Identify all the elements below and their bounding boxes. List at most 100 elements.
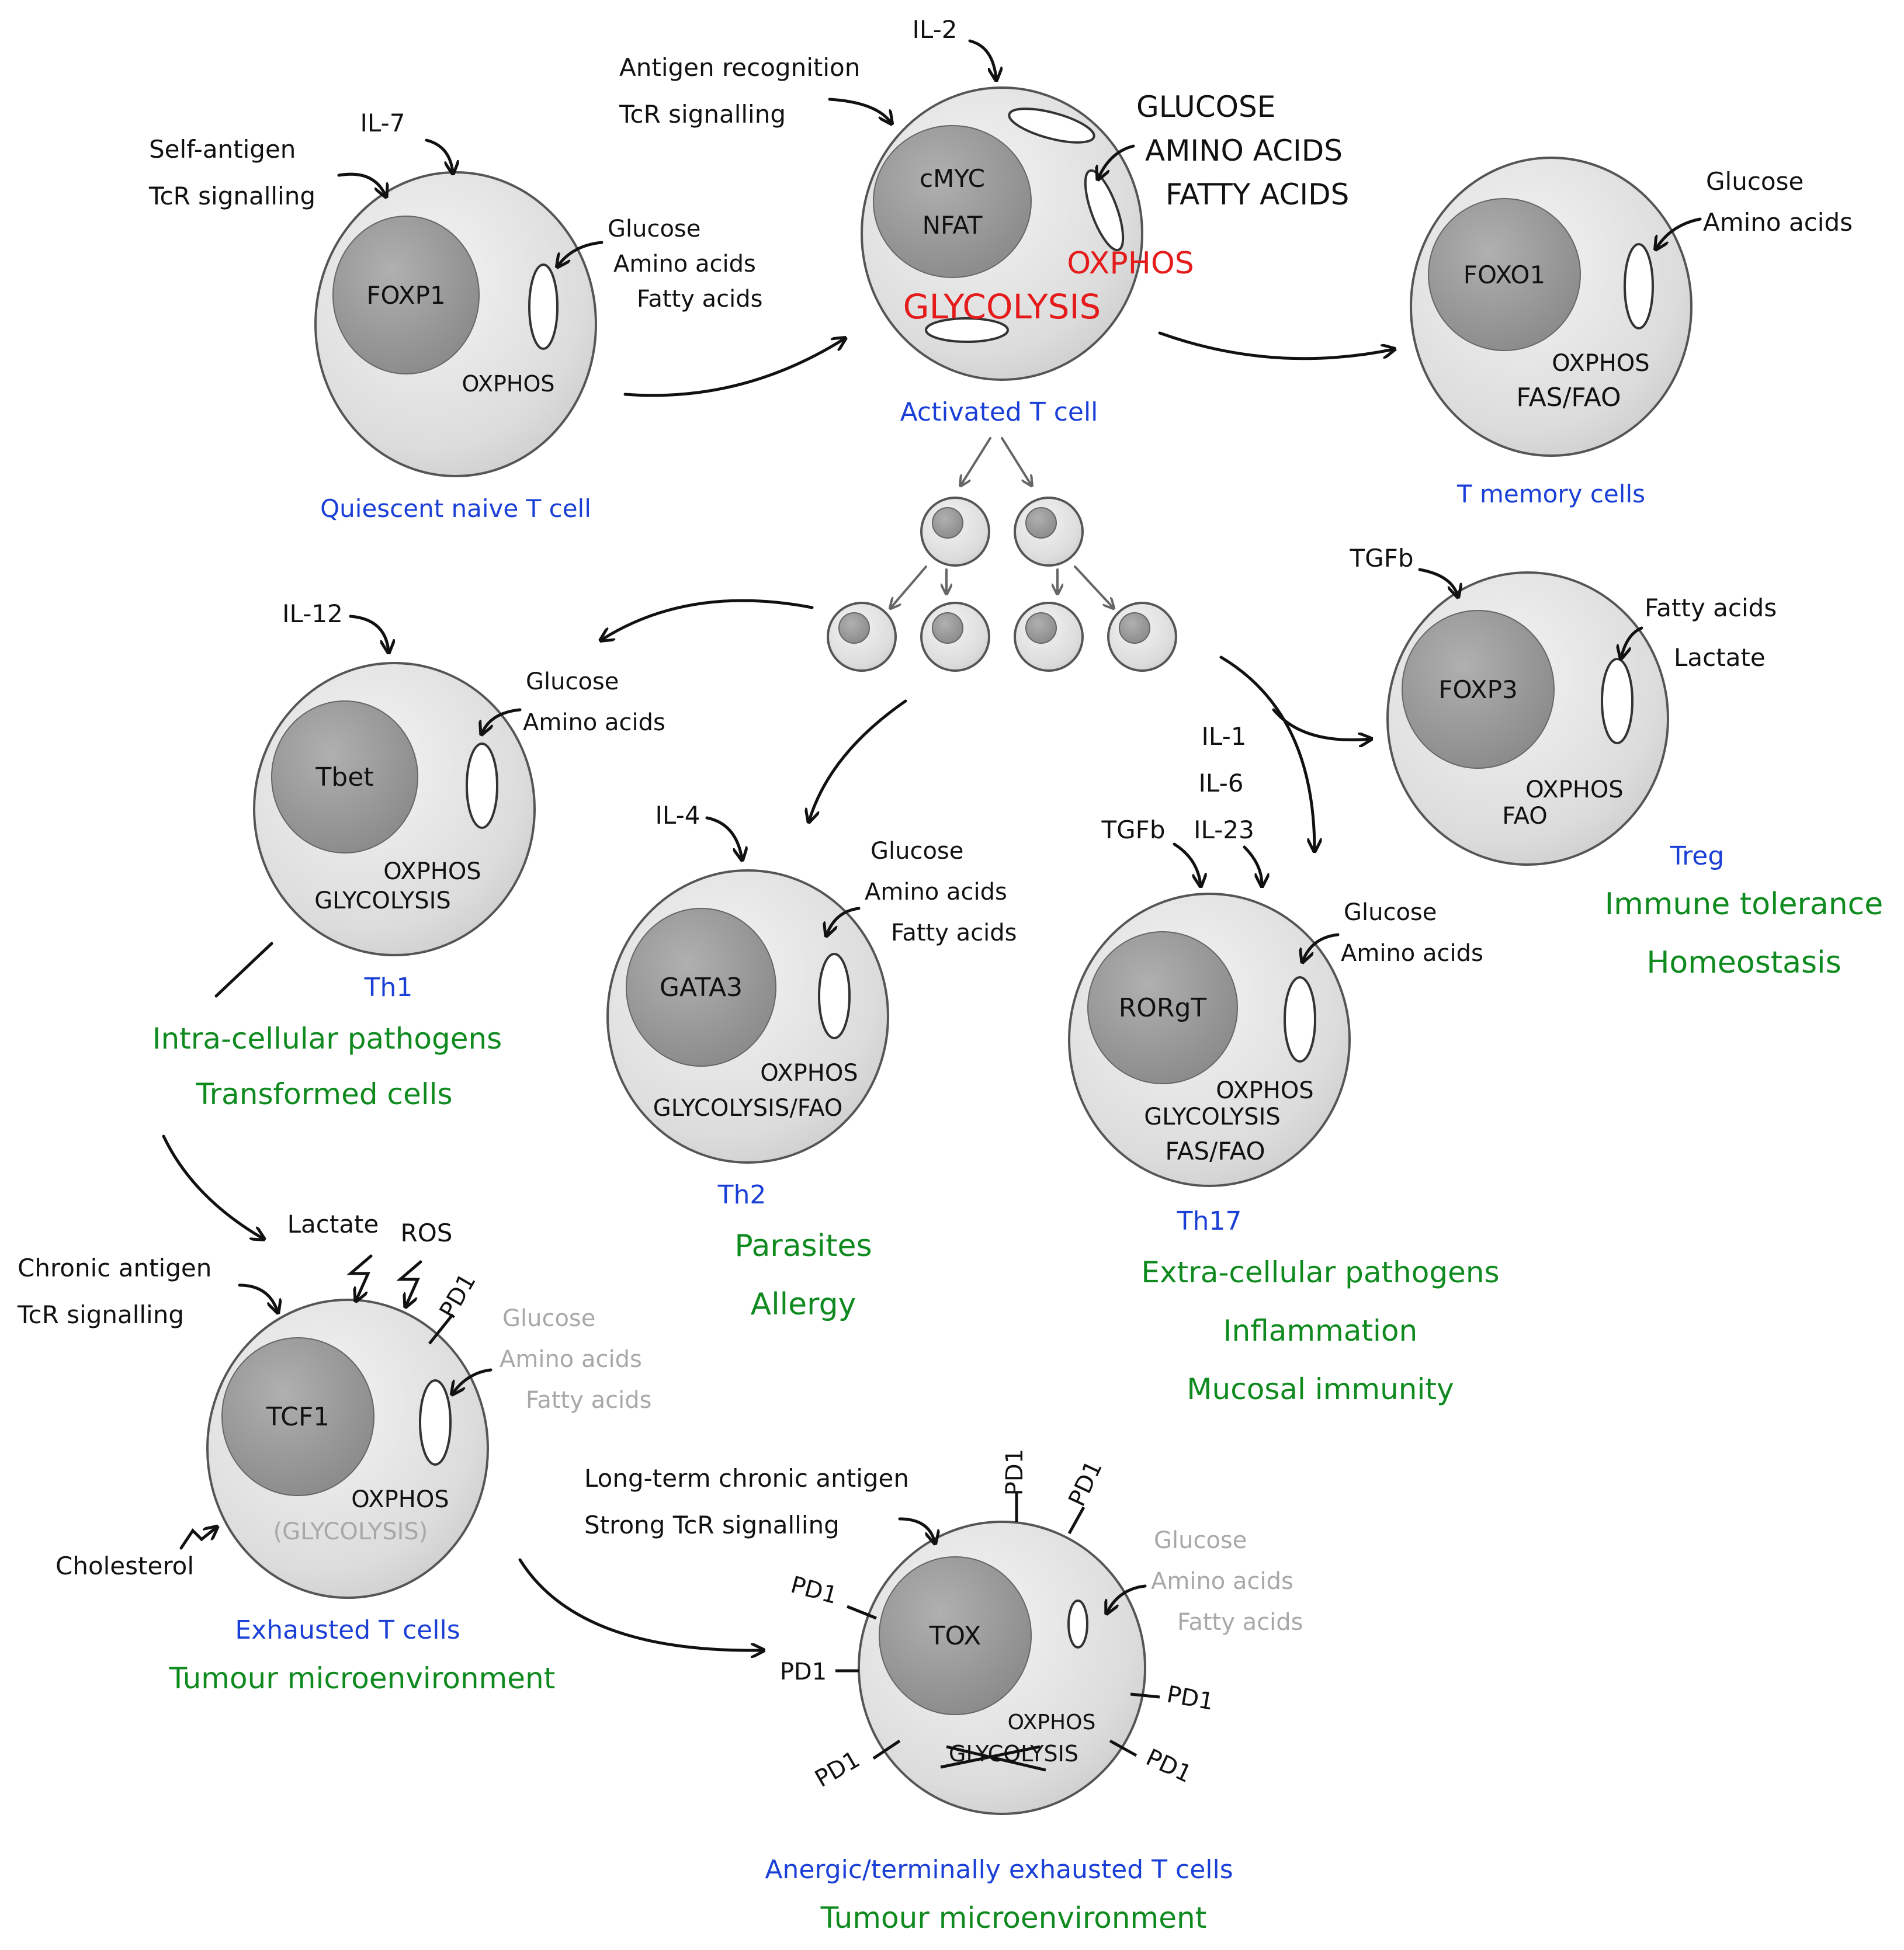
naive-nucleus-label: FOXP1 <box>366 281 445 310</box>
prolif-arrow <box>1074 565 1113 608</box>
activated-signal-tcr: TcR signalling <box>619 100 786 129</box>
arrow-nutrients-activated <box>1098 144 1135 178</box>
daughter-nucleus <box>838 612 870 644</box>
naive-metabolism-oxphos: OXPHOS <box>462 371 554 397</box>
arrow-exhausted-to-terminal <box>518 1558 762 1650</box>
pd1-receptor-line <box>847 1605 877 1620</box>
terminal-input-fatty-acids: Fatty acids <box>1177 1609 1303 1636</box>
arrow-nutrients-th17 <box>1303 933 1340 961</box>
th17-nucleus-label: RORgT <box>1119 993 1207 1023</box>
th2-cell-label: Th2 <box>717 1180 767 1210</box>
prolif-arrow <box>961 437 991 485</box>
arrow-tcr-activated <box>828 98 891 123</box>
terminal-pd1-label: PD1 <box>1165 1681 1216 1716</box>
daughter-nucleus <box>1025 612 1057 644</box>
th17-signal-il23: IL-23 <box>1194 816 1254 844</box>
th17-role-inflammation: Inflammation <box>1223 1314 1417 1348</box>
treg-metabolism-oxphos: OXPHOS <box>1525 776 1623 803</box>
exhausted-role-tme: Tumour microenvironment <box>169 1661 556 1695</box>
th1-input-amino-acids: Amino acids <box>523 709 665 736</box>
pd1-receptor-line <box>872 1739 901 1760</box>
pd1-receptor-line <box>428 1313 454 1345</box>
th2-metabolism-glycolysis-fao: GLYCOLYSIS/FAO <box>653 1095 843 1122</box>
arrow-tcr-naive <box>337 172 386 196</box>
arrow-tgfb-treg <box>1418 568 1458 596</box>
th2-role-parasites: Parasites <box>734 1229 872 1264</box>
terminal-nucleus <box>879 1556 1032 1715</box>
th17-metabolism-oxphos: OXPHOS <box>1216 1077 1313 1104</box>
th1-input-glucose: Glucose <box>526 668 619 695</box>
treg-input-fatty-acids: Fatty acids <box>1645 594 1777 622</box>
exhausted-metabolism-oxphos: OXPHOS <box>351 1486 449 1513</box>
arrow-il4 <box>705 816 742 859</box>
th1-nucleus <box>271 700 418 853</box>
th1-role-intracellular: Intra-cellular pathogens <box>152 1022 502 1056</box>
terminal-pd1-label: PD1 <box>788 1571 841 1609</box>
pd1-receptor-line <box>1067 1506 1085 1535</box>
arrow-nutrients-th2 <box>827 907 861 935</box>
terminal-pd1-label: PD1 <box>1001 1449 1028 1496</box>
th2-role-allergy: Allergy <box>751 1287 856 1322</box>
th1-metabolism-glycolysis: GLYCOLYSIS <box>314 887 451 914</box>
activated-signal-antigen: Antigen recognition <box>619 53 860 82</box>
arrow-nutrients-naive <box>558 241 604 266</box>
naive-input-fatty-acids: Fatty acids <box>637 286 762 313</box>
th2-input-amino-acids: Amino acids <box>865 879 1007 905</box>
arrow-nutrients-terminal <box>1107 1584 1147 1612</box>
memory-input-glucose: Glucose <box>1706 167 1804 196</box>
th17-role-mucosal: Mucosal immunity <box>1187 1372 1454 1406</box>
terminal-input-amino-acids: Amino acids <box>1151 1568 1293 1595</box>
terminal-pd1-label: PD1 <box>810 1746 865 1793</box>
arrow-il7 <box>425 138 453 172</box>
th17-nucleus <box>1087 931 1238 1084</box>
th17-metabolism-glycolysis: GLYCOLYSIS <box>1144 1104 1281 1130</box>
th17-signal-il1: IL-1 <box>1202 722 1247 751</box>
exhausted-signal-tcr: TcR signalling <box>17 1300 184 1329</box>
th17-signal-tgfb: TGFb <box>1101 816 1165 844</box>
th1-cell-label: Th1 <box>364 973 413 1002</box>
arrow-il12 <box>349 615 389 651</box>
terminal-signal-strong-tcr: Strong TcR signalling <box>584 1511 840 1539</box>
terminal-pd1-label: PD1 <box>780 1658 827 1685</box>
th2-input-fatty-acids: Fatty acids <box>891 920 1017 946</box>
treg-cell-label: Treg <box>1670 841 1725 871</box>
terminal-cell-label: Anergic/terminally exhausted T cells <box>765 1855 1233 1885</box>
exhausted-input-amino-acids: Amino acids <box>500 1346 642 1373</box>
activated-metabolism-glycolysis: GLYCOLYSIS <box>903 287 1101 327</box>
terminal-input-glucose: Glucose <box>1154 1527 1247 1554</box>
exhausted-t-cell: TCF1 OXPHOS (GLYCOLYSIS) Lactate ROS Chr… <box>17 1210 651 1695</box>
treg-cell: FOXP3 OXPHOS FAO TGFb Fatty acids Lactat… <box>1349 544 1883 980</box>
naive-input-glucose: Glucose <box>608 216 700 242</box>
prolif-arrow <box>1001 437 1031 485</box>
treg-nucleus-label: FOXP3 <box>1438 675 1517 704</box>
activated-t-cell: cMYC NFAT OXPHOS GLYCOLYSIS IL-2 Antigen… <box>619 15 1349 427</box>
th2-signal-il4: IL-4 <box>656 801 700 830</box>
th1-metabolism-oxphos: OXPHOS <box>383 858 481 885</box>
mitochondrion-icon <box>1084 169 1125 252</box>
th2-input-glucose: Glucose <box>871 838 963 865</box>
exhausted-metabolism-glycolysis: (GLYCOLYSIS) <box>273 1518 428 1545</box>
naive-signal-il7: IL-7 <box>360 109 405 137</box>
mitochondrion-icon <box>528 263 559 350</box>
th1-role-transformed: Transformed cells <box>195 1077 452 1111</box>
treg-nucleus <box>1402 610 1555 769</box>
arrow-nutrients-memory <box>1656 217 1702 248</box>
th17-role-extracellular: Extra-cellular pathogens <box>1141 1255 1499 1289</box>
naive-nucleus <box>332 216 480 374</box>
activated-nucleus-cmyc: cMYC <box>920 164 985 193</box>
exhausted-signal-cholesterol: Cholesterol <box>56 1552 194 1580</box>
arrow-strong-tcr <box>898 1517 935 1542</box>
glycolysis-strikethrough <box>946 1745 1046 1772</box>
arrow-ros <box>396 1260 422 1306</box>
th17-cell: RORgT OXPHOS GLYCOLYSIS FAS/FAO IL-1 IL-… <box>1068 722 1500 1406</box>
terminal-metabolism-oxphos: OXPHOS <box>1008 1710 1096 1734</box>
activated-input-fatty-acids: FATTY ACIDS <box>1166 178 1349 211</box>
prolif-arrow <box>891 565 927 608</box>
daughter-nucleus <box>932 507 963 539</box>
naive-cell-label: Quiescent naive T cell <box>320 494 591 523</box>
treg-signal-tgfb: TGFb <box>1349 544 1413 572</box>
naive-input-amino-acids: Amino acids <box>613 251 756 277</box>
arrow-to-th1 <box>602 599 814 640</box>
activated-cell-label: Activated T cell <box>900 397 1098 427</box>
exhausted-nucleus-label: TCF1 <box>266 1402 330 1432</box>
